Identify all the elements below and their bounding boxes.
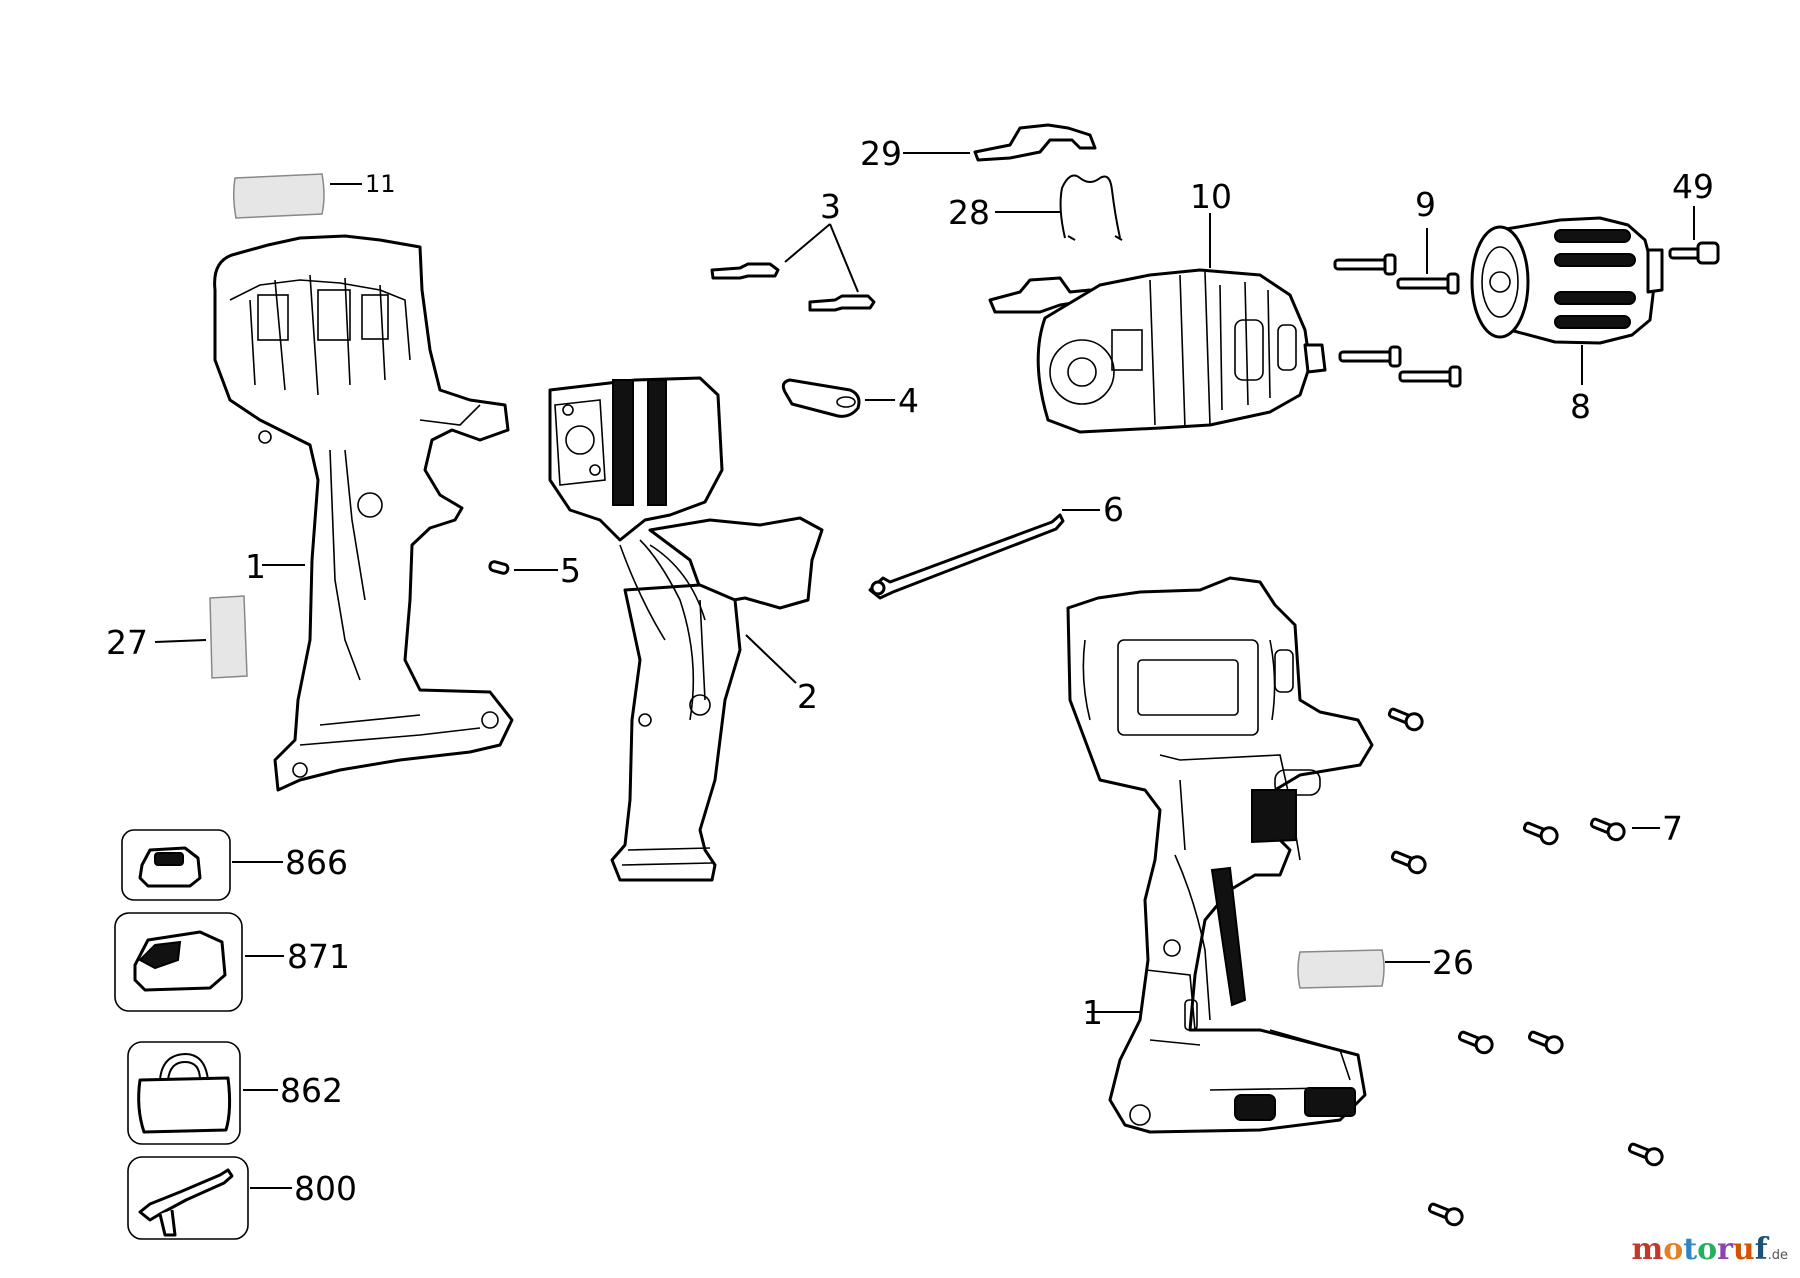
part-11-label: 11 <box>232 170 396 219</box>
callout-29: 29 <box>860 134 902 173</box>
watermark-letter: o <box>1663 1232 1684 1267</box>
callout-871: 871 <box>287 937 350 976</box>
callout-862: 862 <box>280 1071 343 1110</box>
watermark-logo: motoruf.de <box>1631 1232 1788 1267</box>
part-5-pin: 5 <box>488 551 581 590</box>
part-26-label: 26 <box>1297 943 1474 989</box>
callout-1-left: 1 <box>245 547 266 586</box>
callout-9: 9 <box>1415 185 1436 224</box>
part-29-bracket: 29 <box>860 123 1097 173</box>
watermark-letter: o <box>1697 1232 1718 1267</box>
callout-11: 11 <box>365 170 396 198</box>
watermark-letter: f <box>1754 1232 1768 1267</box>
part-1-housing-right: 1 <box>1066 576 1374 1134</box>
watermark-letter: u <box>1732 1232 1755 1267</box>
callout-10: 10 <box>1190 177 1232 216</box>
part-7-screws: 7 <box>1387 707 1683 1227</box>
callout-800: 800 <box>294 1169 357 1208</box>
callout-7: 7 <box>1662 809 1683 848</box>
callout-1-right: 1 <box>1082 993 1103 1032</box>
watermark-letter: r <box>1717 1232 1733 1267</box>
part-1-housing-left: 1 <box>213 234 514 792</box>
watermark-letter: m <box>1631 1232 1664 1267</box>
part-9-screws: 9 <box>1333 185 1462 388</box>
callout-28: 28 <box>948 193 990 232</box>
accessory-862-bag: 862 <box>127 1041 343 1145</box>
part-10-gearbox: 10 <box>988 177 1327 434</box>
callout-3: 3 <box>820 187 841 226</box>
part-27-label: 27 <box>106 595 248 679</box>
part-3-contact-strips: 3 <box>710 187 876 312</box>
part-4-slider: 4 <box>781 378 919 420</box>
callout-8: 8 <box>1570 387 1591 426</box>
accessory-866-battery: 866 <box>121 829 348 901</box>
callout-49: 49 <box>1672 167 1714 206</box>
part-6-wire-lead: 6 <box>868 490 1124 600</box>
watermark-suffix: .de <box>1767 1248 1788 1263</box>
part-2-motor-switch-assembly: 2 <box>548 376 824 882</box>
accessory-871-charger: 871 <box>114 912 350 1012</box>
watermark-letter: t <box>1683 1232 1698 1267</box>
callout-866: 866 <box>285 843 348 882</box>
callout-5: 5 <box>560 551 581 590</box>
callout-26: 26 <box>1432 943 1474 982</box>
callout-6: 6 <box>1103 490 1124 529</box>
callout-27: 27 <box>106 623 148 662</box>
part-49-chuck-screw: 49 <box>1668 167 1720 265</box>
callout-4: 4 <box>898 381 919 420</box>
watermark-letters: motoruf <box>1631 1232 1767 1267</box>
accessory-800-tool: 800 <box>127 1156 357 1240</box>
part-8-chuck: 8 <box>1470 216 1664 426</box>
part-28-spring-clip: 28 <box>948 174 1123 241</box>
callout-2: 2 <box>797 677 818 716</box>
